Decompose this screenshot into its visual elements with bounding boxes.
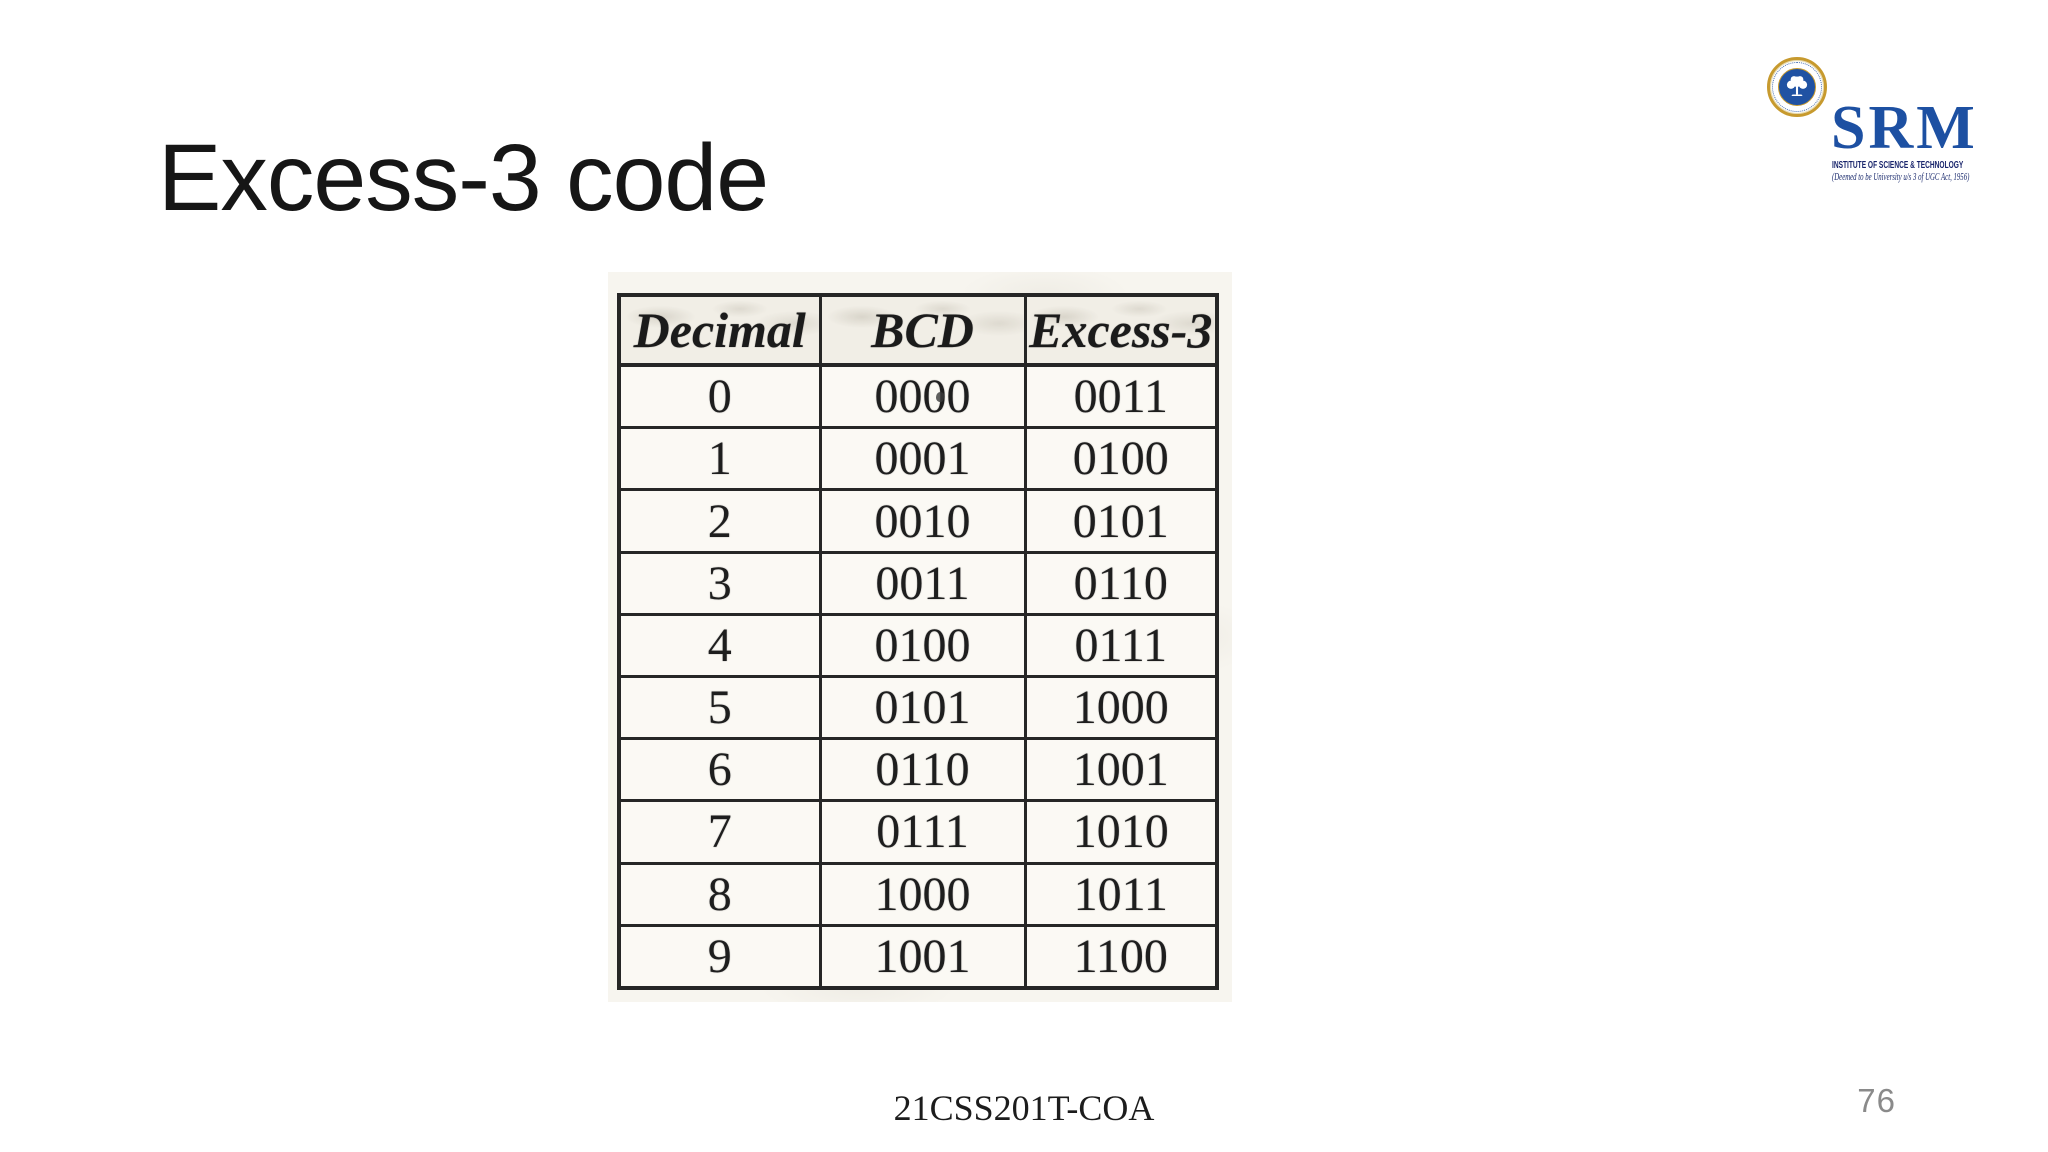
- table-cell: 8: [617, 861, 822, 927]
- table-cell: 5: [617, 674, 822, 741]
- table-cell: 0111: [818, 799, 1027, 865]
- table-cell: 0: [617, 363, 822, 430]
- table-header-cell: Decimal: [617, 293, 822, 367]
- table-cell: 9: [617, 923, 822, 990]
- table-cell: 1001: [1023, 737, 1219, 803]
- srm-wordmark: SRM: [1831, 94, 1978, 162]
- table-cell: 1: [617, 426, 822, 492]
- table-cell: 0110: [1023, 550, 1219, 616]
- table-header-cell: BCD: [818, 293, 1027, 367]
- table-cell: 2: [617, 488, 822, 554]
- table-cell: 4: [617, 612, 822, 678]
- footer-course-code: 21CSS201T-COA: [893, 1088, 1155, 1128]
- page-title: Excess-3 code: [158, 125, 769, 231]
- seal-text-band: [1772, 62, 1822, 112]
- table-cell: 0110: [818, 737, 1027, 803]
- table-cell: 3: [617, 550, 822, 616]
- tree-icon: [1786, 76, 1808, 96]
- table-cell: 0100: [1023, 426, 1219, 492]
- table-cell: 0111: [1023, 612, 1219, 678]
- seal-core: [1778, 68, 1816, 106]
- srm-logo: SRM INSTITUTE OF SCIENCE & TECHNOLOGY (D…: [1762, 50, 1992, 183]
- srm-deemed-line: (Deemed to be University u/s 3 of UGC Ac…: [1832, 172, 1970, 183]
- table-cell: 1011: [1023, 861, 1219, 927]
- table-cell: 0000: [818, 363, 1027, 430]
- table-cell: 6: [617, 737, 822, 803]
- table-cell: 0010: [818, 488, 1027, 554]
- table-cell: 1001: [818, 923, 1027, 990]
- table-cell: 1010: [1023, 799, 1219, 865]
- table-cell: 0011: [818, 550, 1027, 616]
- srm-seal: [1767, 57, 1827, 117]
- table-cell: 0101: [818, 674, 1027, 741]
- table-header-cell: Excess-3: [1023, 293, 1219, 367]
- table-cell: 1100: [1023, 923, 1219, 990]
- table-cell: 0100: [818, 612, 1027, 678]
- table-cell: 7: [617, 799, 822, 865]
- table-cell: 0101: [1023, 488, 1219, 554]
- table-cell: 1000: [818, 861, 1027, 927]
- table-cell: 0011: [1023, 363, 1219, 430]
- page-number: 76: [1857, 1082, 1896, 1119]
- table-cell: 0001: [818, 426, 1027, 492]
- srm-institute-line: INSTITUTE OF SCIENCE & TECHNOLOGY: [1832, 160, 1964, 171]
- table-cell: 1000: [1023, 674, 1219, 741]
